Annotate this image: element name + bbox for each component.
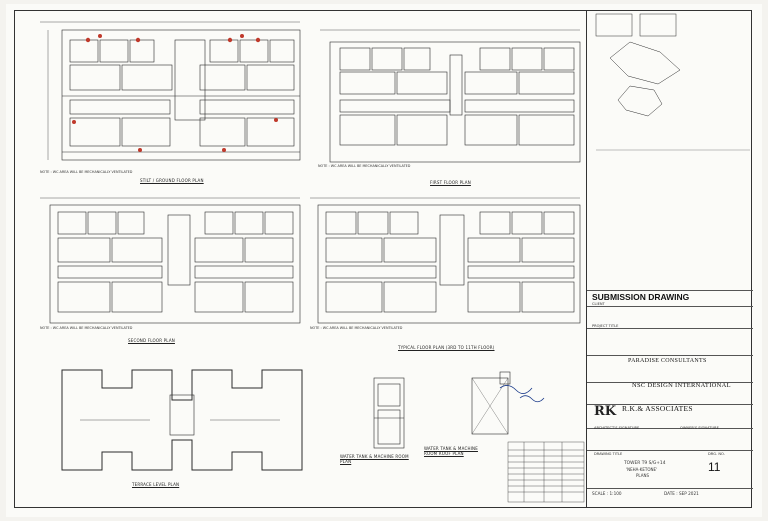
typical-note: NOTE : WC AREA WILL BE MECHANICALLY VENT… [310,326,403,330]
second-floor-plan-title: SECOND FLOOR PLAN [128,338,175,343]
sheet-number: 11 [708,460,721,474]
rk-logo: RK [594,404,617,419]
designer-name: NSC DESIGN INTERNATIONAL [632,382,731,389]
architect-name: R.K.& ASSOCIATES [622,404,693,413]
drawing-frame [14,10,752,508]
ground-floor-plan [40,21,301,161]
first-floor-plan [320,29,581,163]
architect-signature-label: ARCHITECT'S SIGNATURE [594,426,640,430]
terrace-plan-title: TERRACE LEVEL PLAN [132,482,180,487]
project-title-label: PROJECT TITLE [592,324,619,328]
submission-drawing-heading: SUBMISSION DRAWING [592,292,690,302]
water-tank-plan-title: WATER TANK & MACHINE ROOM PLAN [340,454,409,464]
area-schedule-table [507,441,585,503]
drawing-title-line-1: TOWER T9 S/G+14 [624,461,666,466]
scale-value: SCALE : 1:100 [592,491,622,496]
drawing-title-line-2: 'NEHA-KETONE' [626,467,658,472]
second-floor-plan [40,197,301,324]
drawing-title-label: DRAWING TITLE [594,452,623,456]
owner-signature-label: OWNER'S SIGNATURE [680,426,719,430]
ground-floor-plan-title: STILT / GROUND FLOOR PLAN [140,178,204,183]
date-value: DATE : SEP 2021 [664,491,699,496]
water-tank-plans [373,371,511,449]
consultant-name: PARADISE CONSULTANTS [628,358,707,364]
drawing-title-line-3: PLANS [636,473,649,478]
water-tank-roof-plan-title: WATER TANK & MACHINE ROOM ROOF PLAN [424,446,478,456]
typical-floor-plan-title: TYPICAL FLOOR PLAN (3RD TO 11TH FLOOR) [398,345,495,350]
title-block [586,10,753,508]
typical-floor-plan [310,197,581,324]
first-note: NOTE : WC AREA WILL BE MECHANICALLY VENT… [318,164,411,168]
second-note: NOTE : WC AREA WILL BE MECHANICALLY VENT… [40,326,133,330]
first-floor-plan-title: FIRST FLOOR PLAN [430,180,471,185]
terrace-plan [61,369,303,471]
client-label: CLIENT [592,302,605,306]
ground-note: NOTE : WC AREA WILL BE MECHANICALLY VENT… [40,170,133,174]
sheet-number-label: DRG. NO. [708,452,725,456]
